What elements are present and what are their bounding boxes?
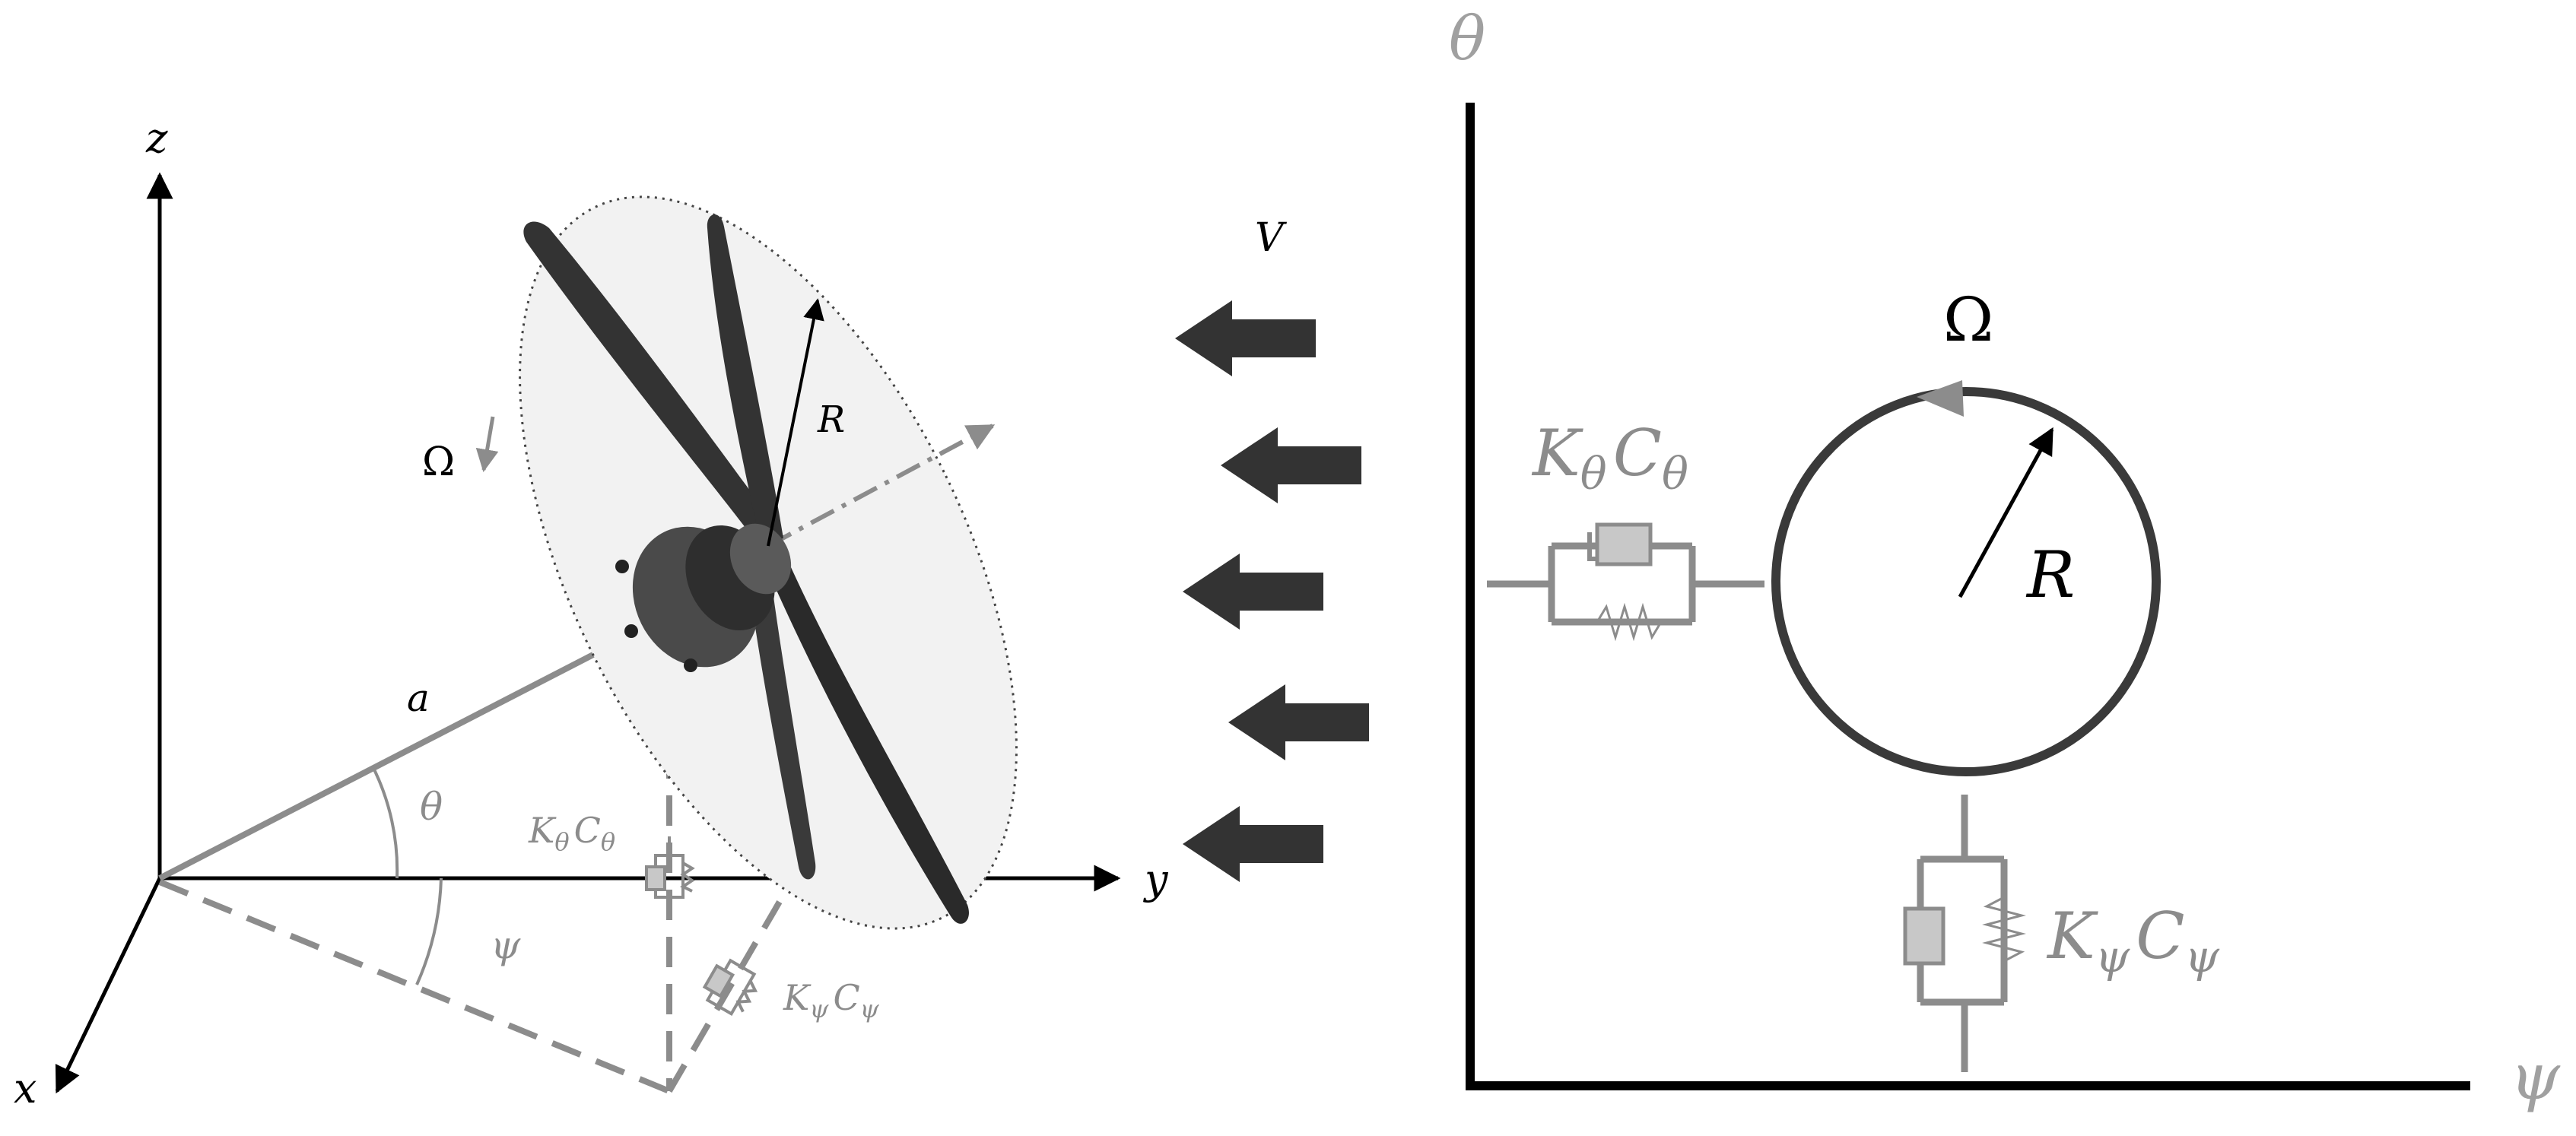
right-panel: θ ψ Ω R KθCθ (1449, 3, 2561, 1114)
omega-label-right: Ω (1943, 284, 1993, 355)
arm-a (158, 628, 640, 881)
y-axis-label: y (1143, 855, 1169, 903)
flow-arrow-5 (1183, 806, 1323, 882)
propeller-hub (615, 523, 792, 672)
psi-angle-label: ψ (491, 923, 521, 967)
radius-label-right: R (2025, 538, 2075, 612)
flow-arrow-2 (1221, 427, 1361, 503)
blade-lower-right (764, 559, 969, 924)
left-panel: z y x a θ ψ Ω (14, 114, 1369, 1112)
omega-rotation-arrow (475, 416, 499, 472)
radius-arrow-right (1958, 427, 2054, 598)
radius-arrow-left (767, 298, 824, 547)
k-psi-c-psi-label-right: KψCψ (2046, 899, 2220, 982)
rotation-axis (767, 424, 996, 548)
x-axis-label: x (14, 1065, 37, 1112)
flow-arrow-4 (1228, 684, 1369, 760)
whirl-circle (1771, 387, 2161, 776)
radius-label-left: R (817, 398, 845, 441)
theta-axis-label: θ (1449, 3, 1485, 74)
omega-label-left: Ω (422, 439, 455, 485)
k-theta-c-theta-label-right: KθCθ (1531, 416, 1688, 500)
spring-damper-psi (1903, 795, 2026, 1072)
x-axis (55, 877, 162, 1094)
blade-lower-left (749, 585, 816, 880)
blade-upper-left (523, 221, 783, 547)
flow-arrow-1 (1175, 300, 1316, 376)
arm-a-label: a (407, 676, 430, 720)
velocity-label: V (1255, 215, 1287, 261)
spring-damper-theta (1487, 522, 1764, 642)
whirl-direction-arrow (1917, 380, 1964, 417)
flow-arrows (1175, 300, 1369, 882)
theta-angle-label: θ (420, 785, 443, 829)
z-axis-label: z (145, 114, 168, 162)
psi-angle-arc (415, 877, 443, 985)
theta-angle-arc (371, 766, 399, 879)
flow-arrow-3 (1183, 554, 1323, 630)
projection-line-diagonal (666, 880, 794, 1093)
propeller-blades (523, 214, 969, 924)
psi-axis-label: ψ (2510, 1039, 2561, 1114)
blade-upper-right (707, 214, 783, 544)
spring-damper-theta-small (645, 836, 695, 912)
spring-damper-psi-small (702, 958, 758, 1016)
projection-line-ground (158, 879, 671, 1094)
